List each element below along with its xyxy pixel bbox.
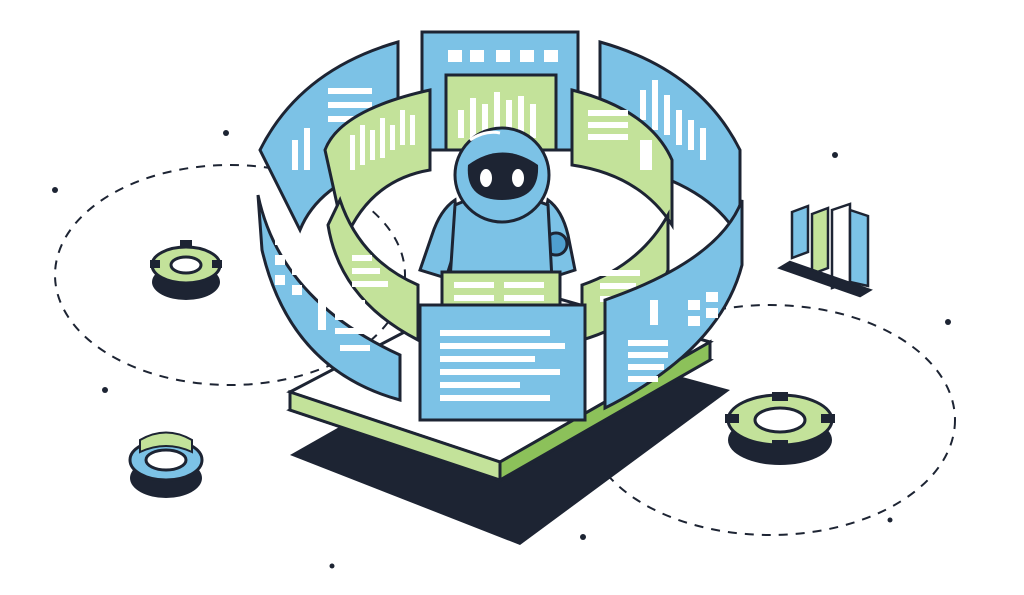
robot-right-eye [512, 169, 524, 187]
robot-left-eye [480, 169, 492, 187]
robot [418, 126, 577, 282]
robot-left-arm [418, 197, 460, 280]
outer-back-content [292, 50, 706, 170]
outer-front-content [275, 235, 718, 401]
left-gear-icon [150, 240, 222, 300]
right-bar-blocks-icon [777, 202, 873, 298]
right-gear-icon [725, 392, 835, 465]
robot-visor [467, 152, 539, 200]
left-ring-icon [128, 431, 204, 498]
scatter-dots [52, 130, 951, 569]
outer-panel-front-center [418, 303, 587, 422]
robot-head-highlight [469, 130, 501, 142]
left-dashed-orbit [54, 164, 406, 386]
